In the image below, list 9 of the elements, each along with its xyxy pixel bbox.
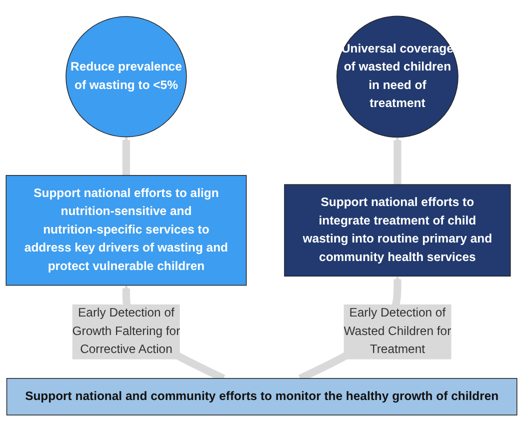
node-box: Support national and community efforts to monitor the healthy growth of children xyxy=(6,378,518,416)
node-box: Support national efforts to align nutrition-sensitive and nutrition-specific services to address key drivers of wasting and protect vulnerable children xyxy=(6,174,247,286)
edge-label: Early Detection of Growth Faltering for Corrective Action xyxy=(72,306,180,356)
node-box: Support national efforts to integrate treatment of child wasting into routine primary and community health services xyxy=(284,184,511,276)
node-circle: Reduce prevalence of wasting to <5% xyxy=(66,16,187,138)
arrow xyxy=(394,136,402,184)
node-circle: Universal coverage of wasted children in need of treatment xyxy=(336,16,458,138)
arrow xyxy=(122,136,130,176)
edge-label: Early Detection of Wasted Children for Treatment xyxy=(344,306,452,356)
